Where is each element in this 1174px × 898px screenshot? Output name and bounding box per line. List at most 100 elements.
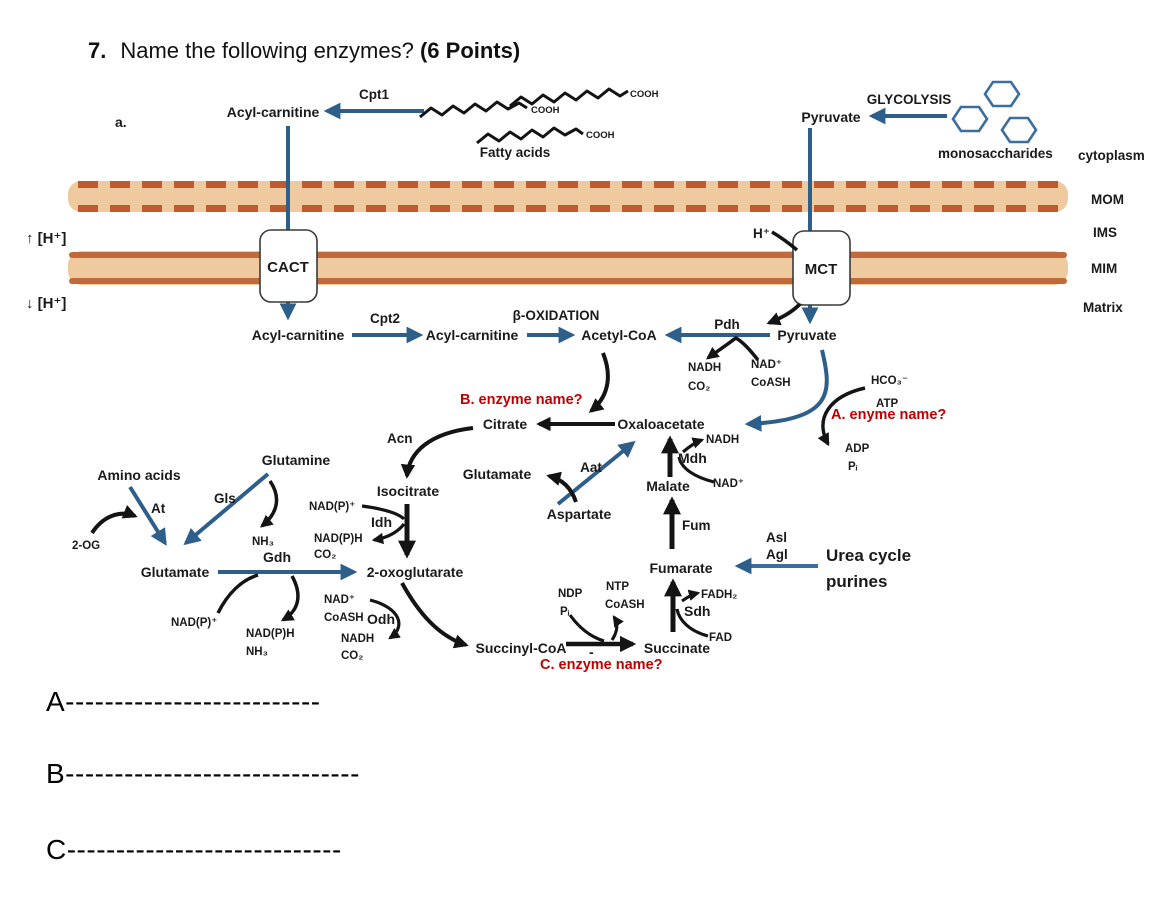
sdh-fad-curve xyxy=(675,608,709,638)
gls-label: Gls xyxy=(214,491,236,506)
mct-transporter: MCT xyxy=(792,230,851,306)
pdh-nadh: NADH xyxy=(688,362,721,374)
h-concentration-high: ↑ [H⁺] xyxy=(26,230,66,247)
hexagon-icon xyxy=(1000,116,1038,144)
acetyl-coa-label: Acetyl-CoA xyxy=(581,327,656,343)
cooh-label-3: COOH xyxy=(586,130,615,141)
fatty-acid-chain-3 xyxy=(476,126,584,145)
pyruvate-matrix: Pyruvate xyxy=(777,327,836,343)
adp-label: ADP xyxy=(845,443,870,455)
mdh-nadh: NADH xyxy=(706,434,739,446)
mom-band xyxy=(68,181,1068,212)
atp-to-adp-curve xyxy=(817,386,866,447)
idh-co2: CO₂ xyxy=(314,549,336,561)
atp-label: ATP xyxy=(876,398,898,410)
odh-label: Odh xyxy=(367,611,395,627)
ntp-arrow xyxy=(610,615,624,641)
mim-label: MIM xyxy=(1091,261,1117,276)
malate-label: Malate xyxy=(646,478,690,494)
cooh-label-2: COOH xyxy=(531,105,560,116)
matrix-label: Matrix xyxy=(1083,300,1123,315)
fum-label: Fum xyxy=(682,518,711,533)
gdh-nadp-curve xyxy=(216,573,259,614)
ntp-label: NTP xyxy=(606,581,629,593)
figure-letter: a. xyxy=(115,114,127,130)
mdh-label: Mdh xyxy=(678,450,707,466)
cact-transporter: CACT xyxy=(259,229,318,303)
enzyme-a-question: A. enyme name? xyxy=(831,407,946,423)
h-plus-into-mct-curve xyxy=(771,230,799,252)
gls-nh3: NH₃ xyxy=(252,536,274,548)
gdh-nh3: NH₃ xyxy=(246,646,268,658)
ndp-pi: Pᵢ xyxy=(560,606,570,618)
inner-mitochondrial-membrane xyxy=(68,251,1068,285)
isocitrate-label: Isocitrate xyxy=(377,483,439,499)
fumarate-label: Fumarate xyxy=(649,560,712,576)
acn-label: Acn xyxy=(387,431,413,446)
enzyme-b-question: B. enzyme name? xyxy=(460,392,583,408)
agl-label: Agl xyxy=(766,547,788,562)
sdh-fadh2-arrow xyxy=(681,589,701,603)
odh-coash: CoASH xyxy=(324,612,364,624)
mom-label: MOM xyxy=(1091,192,1124,207)
idh-nadp-curve xyxy=(361,504,406,521)
beta-oxidation-label: β-OXIDATION xyxy=(513,308,600,323)
pdh-label: Pdh xyxy=(714,317,740,332)
answer-line-b: B------------------------------ xyxy=(46,758,360,789)
minus-sign: - xyxy=(589,644,594,660)
citrate-to-isocitrate-curve xyxy=(400,426,474,479)
odh-co2: CO₂ xyxy=(341,650,363,662)
gdh-label: Gdh xyxy=(263,549,291,565)
pdh-co2: CO₂ xyxy=(688,381,710,393)
mct-label: MCT xyxy=(805,261,838,278)
ndp-label: NDP xyxy=(558,588,583,600)
hexagon-icon xyxy=(983,80,1021,108)
acyl-carnitine-matrix-2: Acyl-carnitine xyxy=(426,327,519,343)
glutamate-bottom-label: Glutamate xyxy=(141,564,210,580)
mdh-nad-curve xyxy=(677,456,715,484)
idh-label: Idh xyxy=(371,514,392,530)
oxoglutarate-label: 2-oxoglutarate xyxy=(367,564,464,580)
fadh2-label: FADH₂ xyxy=(701,589,737,601)
mdh-nadh-arrow xyxy=(681,437,705,454)
cpt2-label: Cpt2 xyxy=(370,311,400,326)
pdh-nadh-arrow xyxy=(705,335,739,360)
fatty-acids-label: Fatty acids xyxy=(480,145,551,160)
succinate-label: Succinate xyxy=(644,640,710,656)
urea-cycle-label: Urea cycle xyxy=(826,546,911,565)
odh-nadh: NADH xyxy=(341,633,374,645)
acyl-carnitine-matrix-1: Acyl-carnitine xyxy=(252,327,345,343)
oxoglutarate-to-succinylcoa-curve xyxy=(400,582,469,649)
hexagon-icon xyxy=(951,105,989,133)
odh-nadh-arrow xyxy=(369,598,401,640)
cpt1-label: Cpt1 xyxy=(359,87,389,102)
pyruvate-cytosol: Pyruvate xyxy=(801,109,860,125)
cact-label: CACT xyxy=(267,259,309,276)
gdh-nadph-arrow xyxy=(280,575,300,622)
outer-mitochondrial-membrane xyxy=(68,181,1068,212)
enzyme-c-question: C. enzyme name? xyxy=(540,657,663,673)
answer-line-c: C---------------------------- xyxy=(46,834,342,865)
h-plus-out-of-mct-arrow xyxy=(766,302,802,326)
at-label: At xyxy=(151,501,166,516)
answer-line-a: A-------------------------- xyxy=(46,686,321,717)
succinyl-coa-label: Succinyl-CoA xyxy=(475,640,566,656)
pyruvate-to-oxaloacetate-arrow xyxy=(744,349,829,432)
pi-label: Pᵢ xyxy=(848,461,858,473)
odh-nad: NAD⁺ xyxy=(324,594,355,606)
mdh-nad: NAD⁺ xyxy=(713,478,744,490)
fad-label: FAD xyxy=(709,632,732,644)
pdh-nad-curve xyxy=(735,336,760,362)
ims-label: IMS xyxy=(1093,225,1117,240)
monosaccharides-label: monosaccharides xyxy=(938,146,1053,161)
question-title: 7.Name the following enzymes? (6 Points) xyxy=(88,38,520,64)
sdh-label: Sdh xyxy=(684,603,710,619)
monosaccharide-hexagons xyxy=(951,80,1038,144)
purines-label: purines xyxy=(826,572,887,591)
glutamate-mid-label: Glutamate xyxy=(463,466,532,482)
citrate-label: Citrate xyxy=(483,416,528,432)
gdh-nadph: NAD(P)H xyxy=(246,628,295,640)
glycolysis-label: GLYCOLYSIS xyxy=(867,92,952,107)
